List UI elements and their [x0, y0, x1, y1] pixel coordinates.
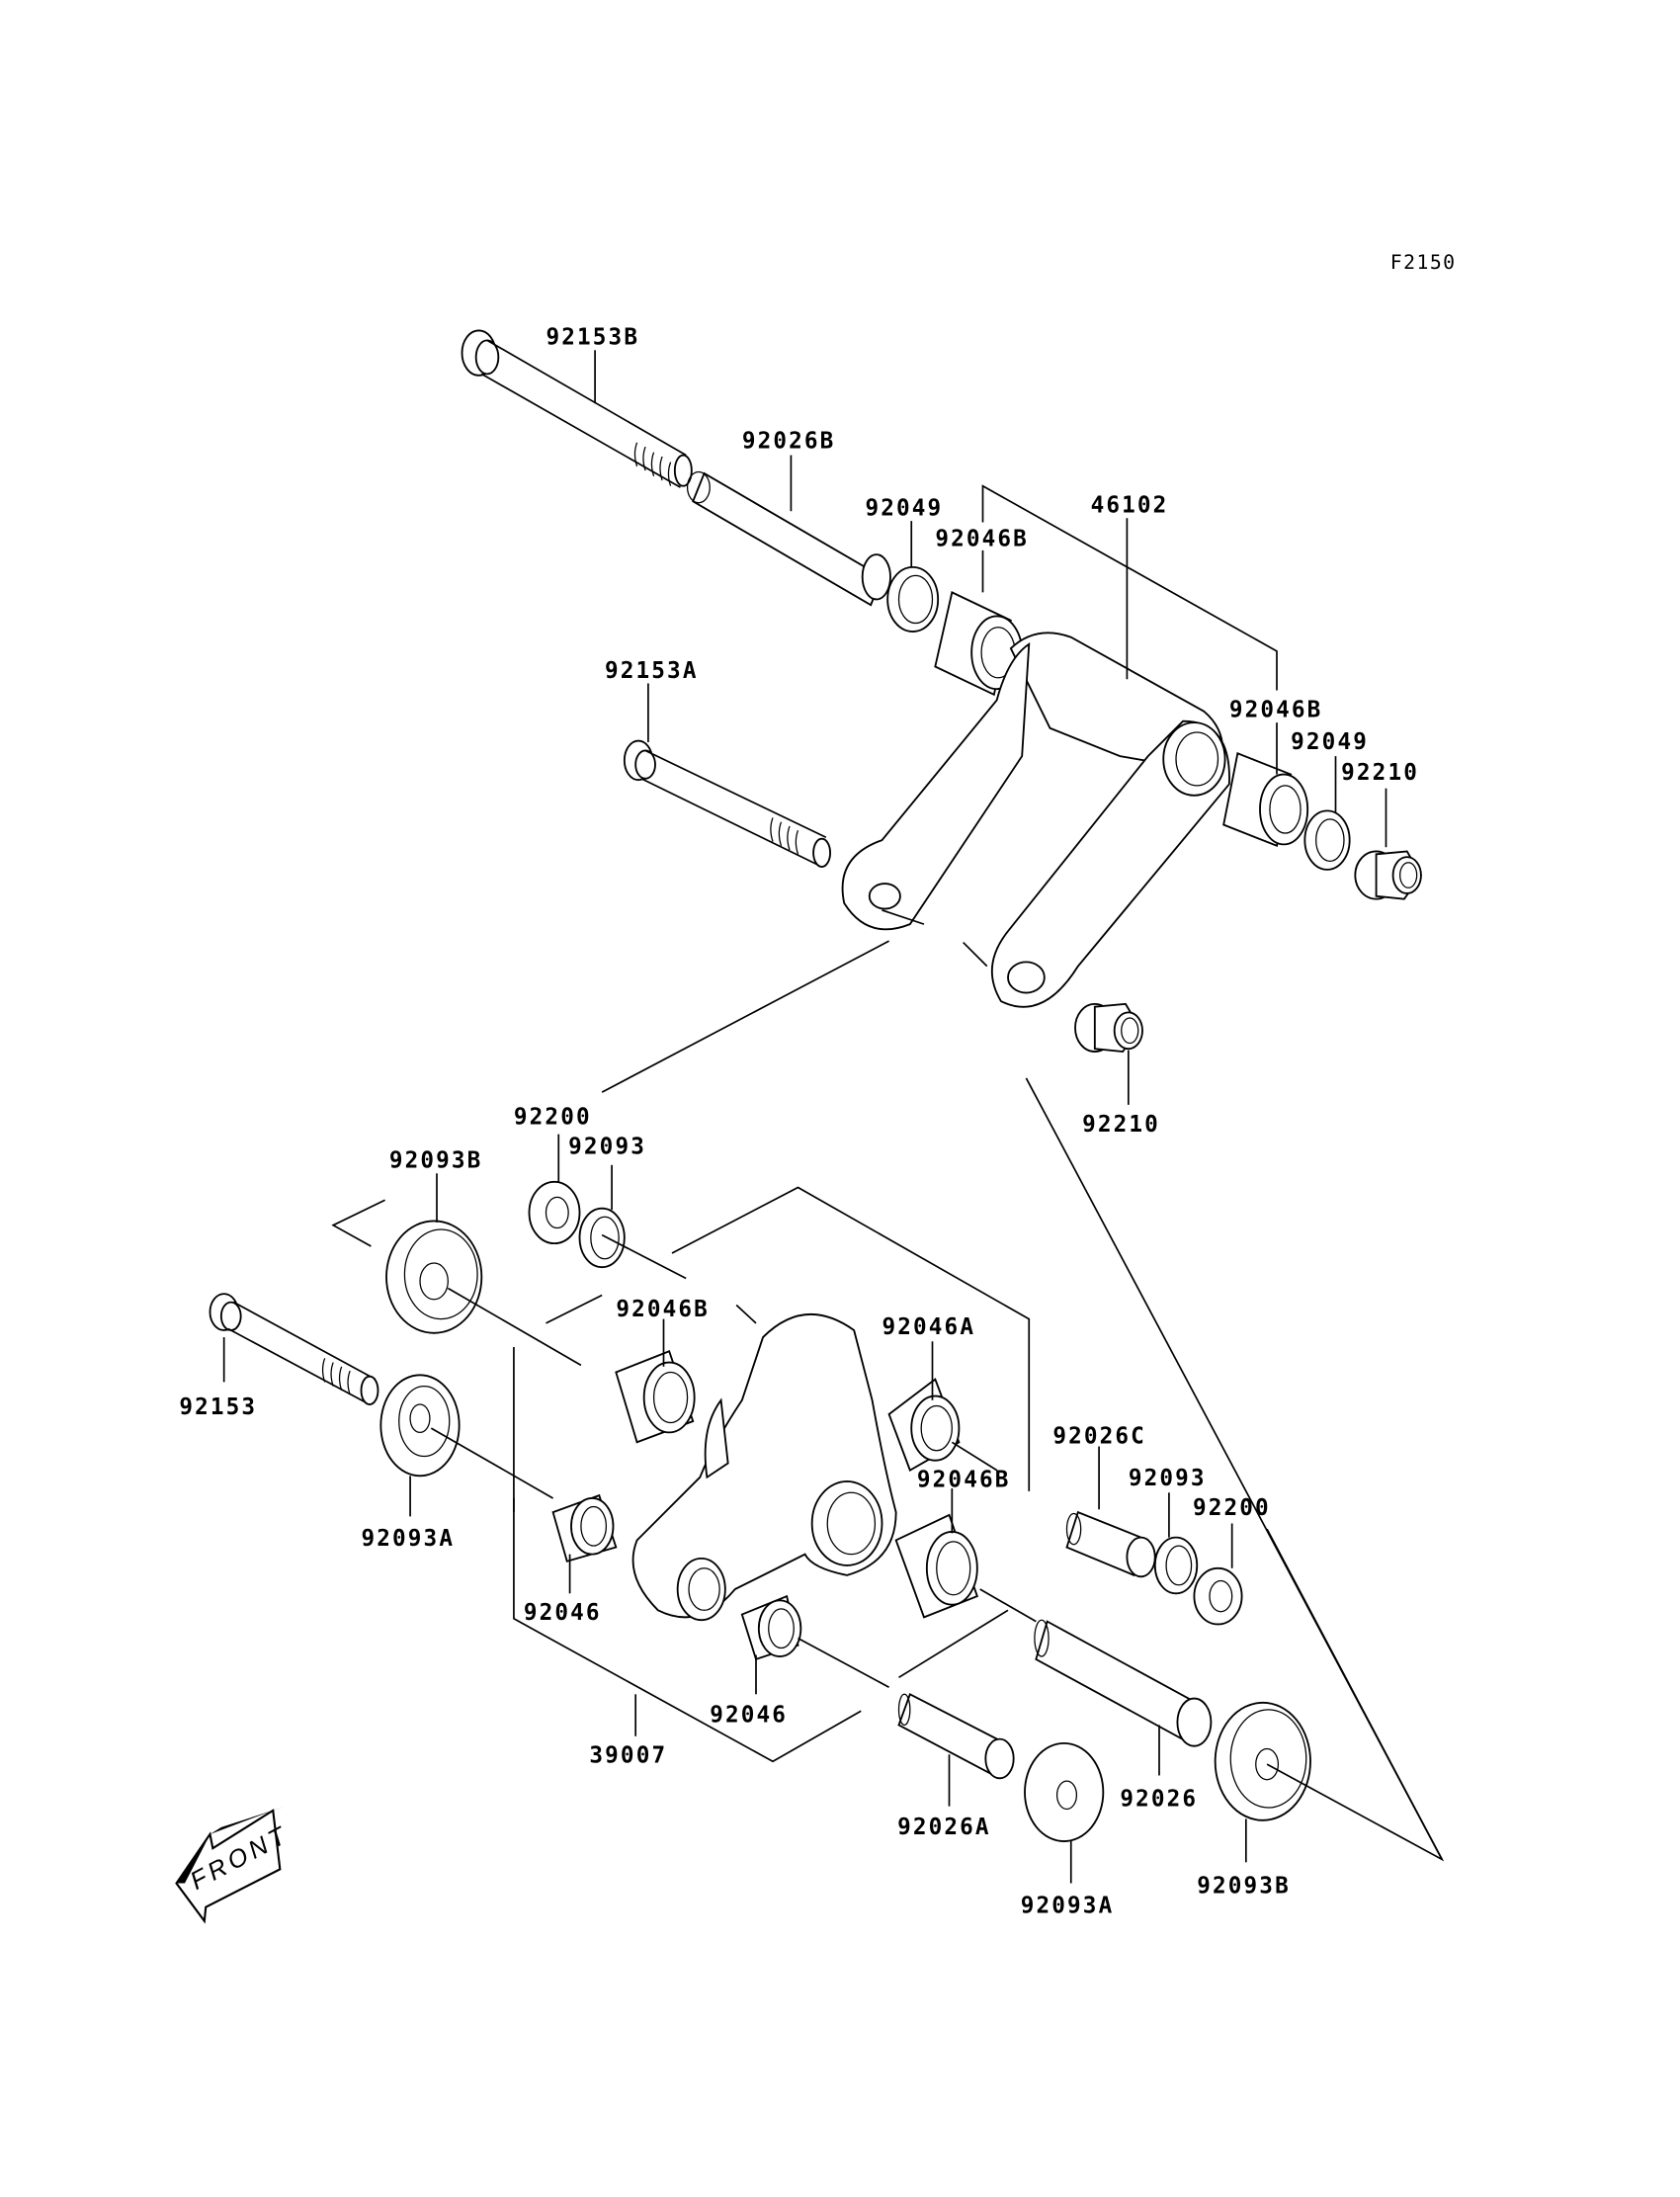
bearing-92046-center-low[interactable] [740, 1594, 802, 1661]
label-92210-upper: 92210 [1341, 760, 1419, 786]
label-92153: 92153 [179, 1394, 257, 1420]
label-92093b-left: 92093B [389, 1148, 483, 1174]
collar-92026b[interactable] [686, 470, 891, 607]
seal-92093-right[interactable] [1153, 1536, 1199, 1595]
collar-92026c[interactable] [1065, 1510, 1156, 1578]
cap-92093a-bottom[interactable] [1024, 1741, 1105, 1842]
bracket-39007-left [546, 1294, 603, 1324]
guide-92046-center [798, 1609, 1009, 1688]
bearing-92046b-upper-right[interactable] [1222, 752, 1309, 848]
diagram-code: F2150 [1390, 251, 1457, 274]
bearing-92046b-upper-left[interactable] [934, 591, 1024, 697]
cap-92093b-bottom[interactable] [1214, 1701, 1311, 1821]
label-92026: 92026 [1120, 1787, 1198, 1813]
guide-92046b-right [979, 1588, 1037, 1623]
seal-92049-right[interactable] [1303, 809, 1351, 871]
bearing-92046a[interactable] [887, 1378, 961, 1472]
washer-92200-right[interactable] [1193, 1566, 1243, 1626]
bearing-92046b-right-mid[interactable] [894, 1513, 978, 1619]
label-92046-left-low: 92046 [524, 1600, 602, 1626]
label-92026a: 92026A [897, 1815, 991, 1840]
seal-92049-left[interactable] [886, 565, 940, 633]
front-arrow: FRONT [175, 1806, 294, 1924]
guide-lines-left [447, 1233, 757, 1367]
bracket-46102 [981, 484, 1278, 691]
seal-92093-top[interactable] [578, 1207, 626, 1269]
bolt-92153a[interactable] [623, 739, 832, 868]
label-92210-lower: 92210 [1082, 1112, 1160, 1138]
label-92153b: 92153B [546, 325, 640, 351]
label-92093-right: 92093 [1129, 1466, 1207, 1491]
washer-92200-top[interactable] [528, 1180, 581, 1245]
label-92046b-left-mid: 92046B [616, 1297, 710, 1322]
label-92049-right: 92049 [1291, 729, 1369, 755]
bracket-39007 [513, 1346, 862, 1763]
label-92046-center-low: 92046 [710, 1703, 788, 1729]
bolt-92153b[interactable] [461, 329, 693, 488]
label-92046b-upper-right: 92046B [1229, 697, 1323, 722]
guide-triangle-right [1266, 1528, 1445, 1862]
bearing-92046-left-low[interactable] [551, 1493, 618, 1563]
rocker-arm-46102[interactable] [841, 632, 1230, 1008]
bolt-92153[interactable] [209, 1293, 379, 1405]
label-92093a-bottom: 92093A [1021, 1893, 1115, 1918]
guide-line-cap-a [430, 1427, 554, 1499]
label-92046a: 92046A [882, 1314, 976, 1340]
label-92026b: 92026B [742, 428, 836, 454]
label-92153a: 92153A [605, 658, 699, 684]
label-92046b-upper-left: 92046B [935, 527, 1029, 552]
link-body[interactable] [631, 1312, 897, 1622]
nut-92210-lower[interactable] [1074, 1002, 1143, 1054]
bracket-39007-top [671, 1186, 1031, 1491]
bearing-92046b-left-mid[interactable] [615, 1349, 696, 1444]
collar-92026a[interactable] [897, 1692, 1015, 1780]
guide-line-left [601, 909, 925, 1093]
label-92200-top: 92200 [514, 1105, 592, 1131]
label-92046b-right-mid: 92046B [917, 1468, 1011, 1493]
guide-92046a [951, 1441, 998, 1472]
guide-chevron [331, 1199, 385, 1247]
guide-tick [963, 941, 988, 968]
collar-92026[interactable] [1034, 1619, 1213, 1747]
label-46102: 46102 [1091, 493, 1169, 519]
cap-92093a-left[interactable] [379, 1374, 461, 1478]
label-92200-right: 92200 [1193, 1495, 1271, 1521]
label-92049-left: 92049 [866, 495, 944, 521]
label-92093b-bottom: 92093B [1197, 1873, 1291, 1899]
label-92093a-left: 92093A [362, 1526, 456, 1552]
label-92026c: 92026C [1052, 1424, 1146, 1450]
nut-92210-upper[interactable] [1354, 850, 1423, 900]
cap-92093b-left[interactable] [385, 1220, 483, 1334]
label-92093-top: 92093 [568, 1134, 646, 1159]
label-39007: 39007 [589, 1743, 667, 1769]
